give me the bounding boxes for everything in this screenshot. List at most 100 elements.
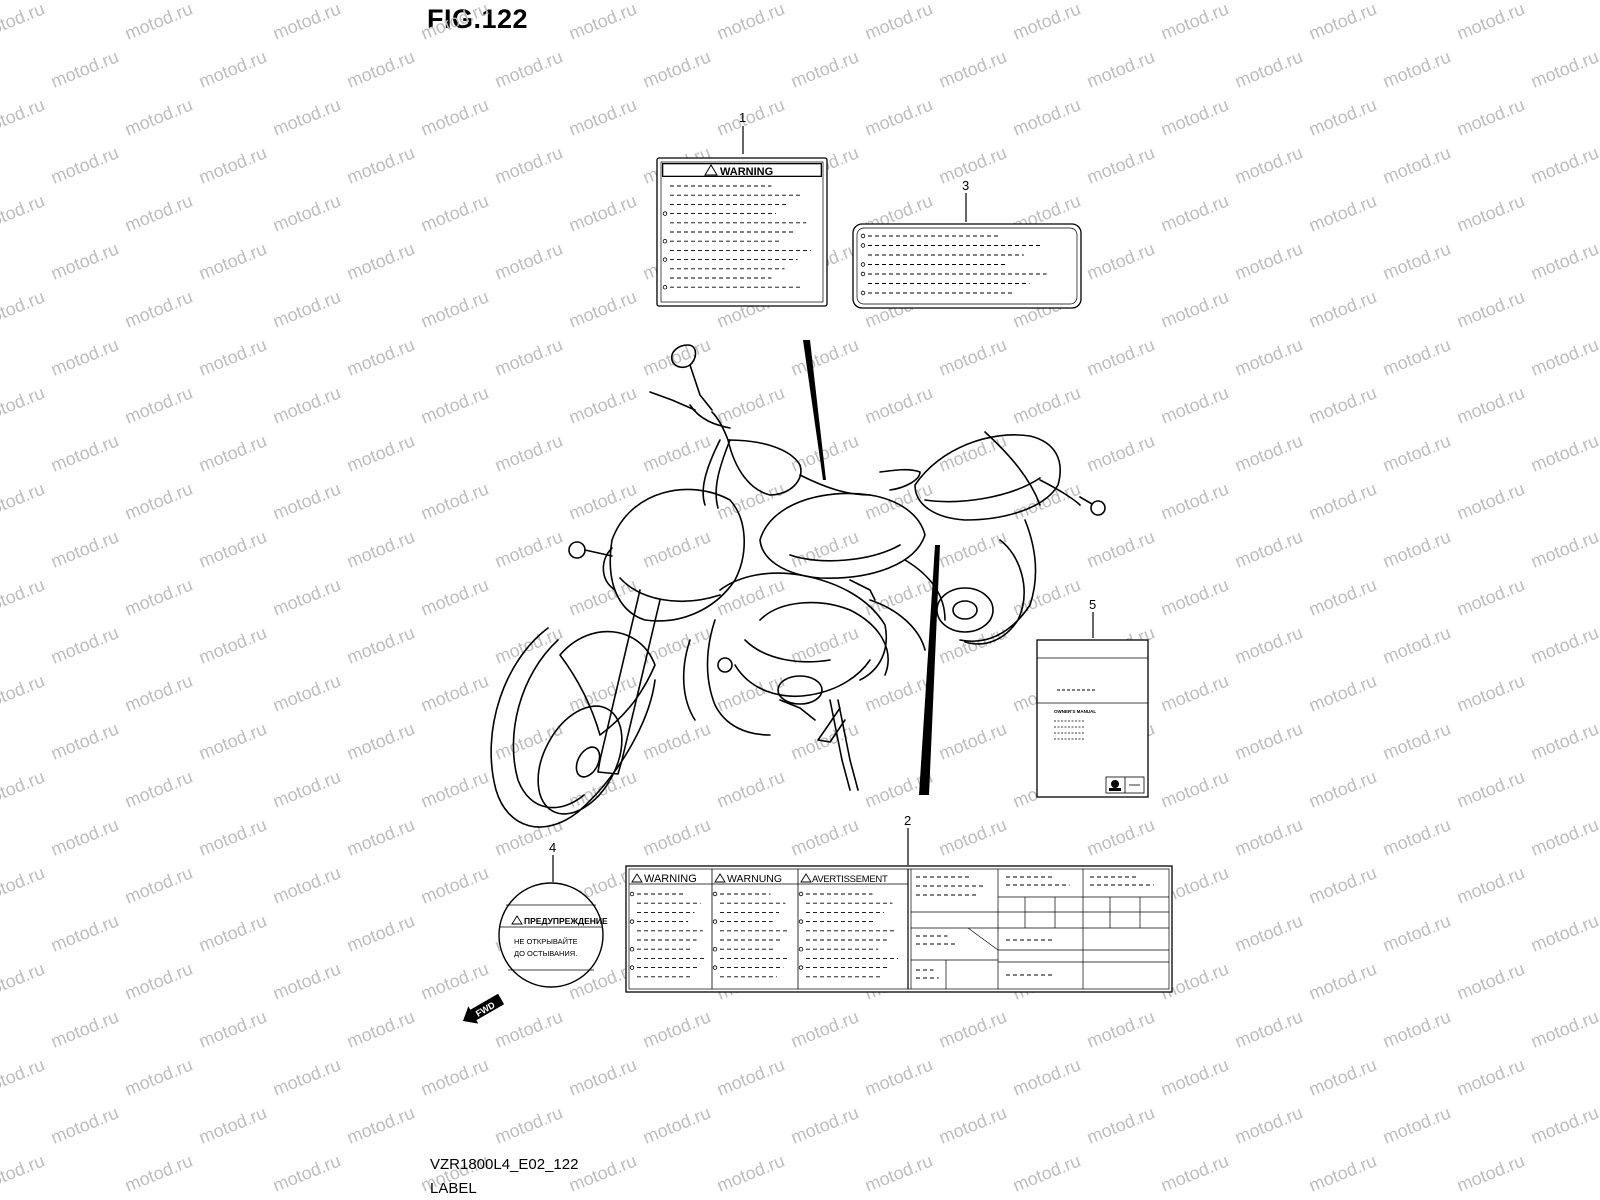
watermark-text: motod.ru xyxy=(1084,335,1157,380)
watermark-text: motod.ru xyxy=(566,479,639,524)
warning-triangle-icon xyxy=(511,915,523,925)
bullet-icon xyxy=(662,257,668,262)
watermark-text: motod.ru xyxy=(1380,1103,1453,1148)
watermark-text: motod.ru xyxy=(122,959,195,1004)
watermark-text: motod.ru xyxy=(48,431,121,476)
russian-cap-heading: ПРЕДУПРЕЖДЕНИЕ xyxy=(524,916,608,926)
watermark-text: motod.ru xyxy=(1084,815,1157,860)
watermark-text: motod.ru xyxy=(1454,0,1527,44)
watermark-text: motod.ru xyxy=(640,719,713,764)
watermark-text: motod.ru xyxy=(344,239,417,284)
watermark-text: motod.ru xyxy=(122,0,195,44)
watermark-text: motod.ru xyxy=(270,767,343,812)
watermark-text: motod.ru xyxy=(1306,959,1379,1004)
watermark-text: motod.ru xyxy=(0,863,47,908)
watermark-text: motod.ru xyxy=(714,1055,787,1100)
figure-title: FIG.122 xyxy=(427,4,529,34)
watermark-text: motod.ru xyxy=(788,1007,861,1052)
watermark-text: motod.ru xyxy=(0,575,47,620)
watermark-text: motod.ru xyxy=(640,527,713,572)
watermark-text: motod.ru xyxy=(344,47,417,92)
watermark-text: motod.ru xyxy=(1010,1151,1083,1196)
watermark-text: motod.ru xyxy=(0,191,47,236)
watermark-text: motod.ru xyxy=(1454,1055,1527,1100)
callout-3: 3 xyxy=(962,178,969,193)
callout-leaders xyxy=(552,126,1094,882)
watermark-text: motod.ru xyxy=(48,527,121,572)
watermark-text: motod.ru xyxy=(196,1007,269,1052)
watermark-text: motod.ru xyxy=(936,1103,1009,1148)
bullet-icon xyxy=(798,919,804,924)
watermark-text: motod.ru xyxy=(344,143,417,188)
watermark-text: motod.ru xyxy=(1528,1007,1600,1052)
watermark-text: motod.ru xyxy=(270,1055,343,1100)
watermark-text: motod.ru xyxy=(640,335,713,380)
watermark-text: motod.ru xyxy=(122,479,195,524)
watermark-text: motod.ru xyxy=(1454,863,1527,908)
watermark-text: motod.ru xyxy=(48,143,121,188)
watermark-text: motod.ru xyxy=(1380,143,1453,188)
watermark-text: motod.ru xyxy=(492,719,565,764)
watermark-text: motod.ru xyxy=(122,383,195,428)
warning-triangle-icon xyxy=(714,873,726,883)
bullet-icon xyxy=(712,965,718,970)
watermark-text: motod.ru xyxy=(270,1151,343,1196)
callout-5: 5 xyxy=(1089,597,1096,612)
callout-2: 2 xyxy=(904,813,911,828)
watermark-text: motod.ru xyxy=(1158,575,1231,620)
watermark-text: motod.ru xyxy=(344,431,417,476)
bullet-icon xyxy=(798,965,804,970)
watermark-text: motod.ru xyxy=(862,671,935,716)
watermark-text: motod.ru xyxy=(270,95,343,140)
watermark-text: motod.ru xyxy=(1158,287,1231,332)
watermark-text: motod.ru xyxy=(1010,479,1083,524)
watermark-text: motod.ru xyxy=(1232,1007,1305,1052)
bullet-icon xyxy=(860,243,866,248)
watermark-text: motod.ru xyxy=(196,911,269,956)
watermark-text: motod.ru xyxy=(788,47,861,92)
watermark-text: motod.ru xyxy=(1232,143,1305,188)
watermark-text: motod.ru xyxy=(492,335,565,380)
watermark-text: motod.ru xyxy=(122,1055,195,1100)
watermark-text: motod.ru xyxy=(418,0,491,44)
watermark-text: motod.ru xyxy=(1528,143,1600,188)
watermark-text: motod.ru xyxy=(196,239,269,284)
watermark-text: motod.ru xyxy=(640,815,713,860)
watermark-text: motod.ru xyxy=(48,335,121,380)
watermark-text: motod.ru xyxy=(714,767,787,812)
watermark-text: motod.ru xyxy=(1010,1055,1083,1100)
watermark-text: motod.ru xyxy=(1158,1151,1231,1196)
watermark-text: motod.ru xyxy=(1454,191,1527,236)
watermark-text: motod.ru xyxy=(48,623,121,668)
caution-strip-sticker xyxy=(852,223,1082,309)
watermark-text: motod.ru xyxy=(1454,671,1527,716)
bullet-icon xyxy=(798,947,804,952)
watermark-text: motod.ru xyxy=(344,1007,417,1052)
watermark-text: motod.ru xyxy=(1232,911,1305,956)
warning-triangle-icon xyxy=(800,873,812,883)
watermark-text: motod.ru xyxy=(270,383,343,428)
watermark-text: motod.ru xyxy=(418,671,491,716)
watermark-text: motod.ru xyxy=(862,479,935,524)
watermark-text: motod.ru xyxy=(714,383,787,428)
bullet-icon xyxy=(860,233,866,239)
watermark-text: motod.ru xyxy=(566,287,639,332)
watermark-text: motod.ru xyxy=(1528,911,1600,956)
watermark-text: motod.ru xyxy=(270,287,343,332)
multilanguage-warning-label: WARNING WARNUNG AVERTISSEMENT xyxy=(625,865,1173,993)
watermark-text: motod.ru xyxy=(196,815,269,860)
watermark-text: motod.ru xyxy=(1232,527,1305,572)
watermark-text: motod.ru xyxy=(418,575,491,620)
watermark-text: motod.ru xyxy=(1528,431,1600,476)
watermark-text: motod.ru xyxy=(48,239,121,284)
warning-triangle-icon xyxy=(631,873,643,883)
watermark-text: motod.ru xyxy=(1380,527,1453,572)
watermark-text: motod.ru xyxy=(1306,191,1379,236)
watermark-text: motod.ru xyxy=(1232,431,1305,476)
bullet-icon xyxy=(798,891,804,897)
watermark-text: motod.ru xyxy=(1454,287,1527,332)
watermark-text: motod.ru xyxy=(1158,383,1231,428)
watermark-text: motod.ru xyxy=(122,287,195,332)
watermark-text: motod.ru xyxy=(566,0,639,44)
